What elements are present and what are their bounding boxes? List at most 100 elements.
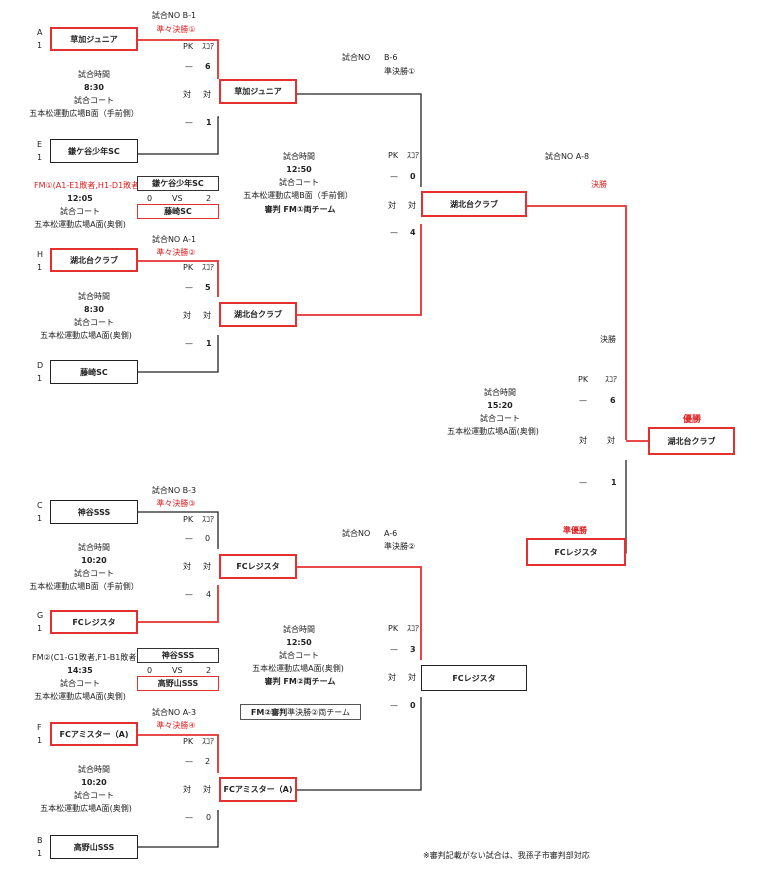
team-seed: 1	[37, 514, 43, 523]
footnote: ※審判記載がない試合は、我孫子市審判部対応	[423, 851, 590, 860]
time-label: 試合時間	[78, 292, 110, 301]
score-value: 1	[206, 118, 212, 127]
match-time: 12:50	[286, 165, 312, 174]
time-label: 試合時間	[484, 388, 516, 397]
court-label: 試合コート	[279, 651, 319, 660]
match-no: 試合NO A-3	[151, 708, 197, 717]
time-label: 試合時間	[78, 70, 110, 79]
time-label: 試合時間	[283, 152, 315, 161]
team-box[interactable]: 高野山SSS	[50, 835, 138, 859]
vs-label: 対	[388, 201, 396, 210]
winner-box[interactable]: FCレジスタ	[219, 554, 297, 579]
match-time: 8:30	[84, 305, 104, 314]
court-name: 五本松運動広場A面(奥側)	[40, 331, 132, 340]
team-box[interactable]: 湖北台クラブ	[50, 248, 138, 272]
vs-label: 対	[388, 673, 396, 682]
team-box[interactable]: 神谷SSS	[50, 500, 138, 524]
round-label: 決勝	[591, 180, 607, 189]
match-time: 10:20	[81, 556, 107, 565]
fm-score: 2	[206, 666, 212, 675]
pk-value: —	[390, 701, 398, 710]
pk-value: —	[390, 645, 398, 654]
fm-label: FM②(C1-G1敗者,F1-B1敗者)	[32, 653, 140, 662]
pk-value: —	[390, 172, 398, 181]
match-no: B-6	[384, 53, 398, 62]
team-position: D	[37, 361, 44, 370]
score-header: ｽｺｱ	[605, 375, 617, 384]
match-no: 試合NO B-1	[151, 11, 197, 20]
time-label: 試合時間	[78, 765, 110, 774]
score-value: 5	[205, 283, 211, 292]
match-no-label: 試合NO	[342, 53, 371, 62]
pk-header: PK	[388, 624, 399, 633]
referee-note: 審判 FM②両チーム	[264, 677, 336, 686]
team-box[interactable]: FCレジスタ	[50, 610, 138, 634]
team-box[interactable]: 藤崎SC	[50, 360, 138, 384]
fm-vs: VS	[172, 666, 183, 675]
pk-value: —	[579, 478, 587, 487]
team-box[interactable]: FCアミスター（A)	[50, 722, 138, 746]
court-label: 試合コート	[480, 414, 520, 423]
champion-label: 優勝	[682, 415, 702, 425]
fm-team-box[interactable]: 神谷SSS	[137, 648, 219, 663]
score-header: ｽｺｱ	[202, 263, 214, 272]
vs-label: 対	[203, 90, 211, 99]
fm-team-box[interactable]: 藤崎SC	[137, 204, 219, 219]
fm-team-box[interactable]: 高野山SSS	[137, 676, 219, 691]
pk-value: —	[185, 813, 193, 822]
score-value: 1	[611, 478, 617, 487]
fm-team-box[interactable]: 鎌ケ谷少年SC	[137, 176, 219, 191]
fm-score: 0	[147, 194, 153, 203]
court-label: 試合コート	[74, 96, 114, 105]
pk-value: —	[185, 62, 193, 71]
winner-box[interactable]: 湖北台クラブ	[421, 191, 527, 217]
runner-up-box[interactable]: FCレジスタ	[526, 538, 626, 566]
referee-assignment-box: FM②審判 準決勝②両チーム	[240, 704, 361, 720]
referee-note-text: 準決勝②両チーム	[287, 707, 351, 717]
team-seed: 1	[37, 153, 43, 162]
pk-header: PK	[388, 151, 399, 160]
team-position: H	[37, 250, 44, 259]
score-value: 0	[410, 172, 416, 181]
score-value: 0	[206, 813, 212, 822]
fm-label: FM①(A1-E1敗者,H1-D1敗者)	[34, 181, 143, 190]
pk-value: —	[185, 339, 193, 348]
vs-label: 対	[408, 201, 416, 210]
team-seed: 1	[37, 41, 43, 50]
match-no: 試合NO A-8	[544, 152, 590, 161]
court-name: 五本松運動広場B面（手前側）	[243, 191, 353, 200]
match-no: 試合NO B-3	[151, 486, 197, 495]
referee-note-bold: FM②審判	[250, 707, 288, 717]
court-label: 試合コート	[279, 178, 319, 187]
round-label: 決勝	[600, 335, 616, 344]
pk-header: PK	[183, 737, 194, 746]
round-label: 準決勝②	[384, 542, 416, 551]
score-header: ｽｺｱ	[407, 151, 419, 160]
fm-score: 2	[206, 194, 212, 203]
pk-value: —	[185, 757, 193, 766]
court-name: 五本松運動広場A面(奥側)	[40, 804, 132, 813]
champion-box[interactable]: 湖北台クラブ	[648, 427, 735, 455]
team-box[interactable]: 草加ジュニア	[50, 27, 138, 51]
winner-box[interactable]: FCアミスター（A)	[219, 777, 297, 802]
vs-label: 対	[183, 90, 191, 99]
score-value: 6	[610, 396, 616, 405]
team-box[interactable]: 鎌ケ谷少年SC	[50, 139, 138, 163]
match-time: 10:20	[81, 778, 107, 787]
team-seed: 1	[37, 374, 43, 383]
winner-box[interactable]: FCレジスタ	[421, 665, 527, 691]
court-name: 五本松運動広場A面(奥側)	[447, 427, 539, 436]
score-header: ｽｺｱ	[202, 42, 214, 51]
fm-vs: VS	[172, 194, 183, 203]
vs-label: 対	[203, 311, 211, 320]
pk-header: PK	[578, 375, 589, 384]
vs-label: 対	[183, 562, 191, 571]
winner-box[interactable]: 草加ジュニア	[219, 79, 297, 104]
team-position: G	[37, 611, 44, 620]
time-label: 試合時間	[283, 625, 315, 634]
match-no-label: 試合NO	[342, 529, 371, 538]
pk-value: —	[579, 396, 587, 405]
winner-box[interactable]: 湖北台クラブ	[219, 302, 297, 327]
score-value: 4	[206, 590, 212, 599]
